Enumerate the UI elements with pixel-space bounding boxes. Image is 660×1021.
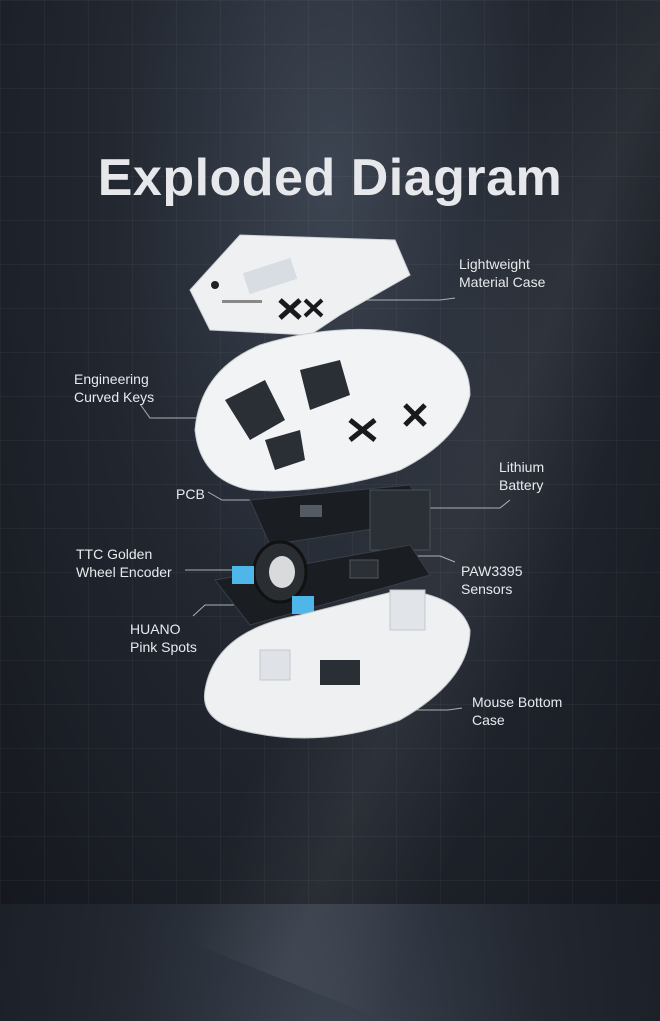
main-shell — [194, 328, 471, 492]
page-title: Exploded Diagram — [97, 149, 563, 207]
switch-right — [292, 596, 314, 614]
sensor-board — [214, 540, 431, 626]
label-pink-spots: HUANO Pink Spots — [130, 621, 197, 655]
battery-block — [369, 489, 431, 551]
label-curved-keys: Engineering Curved Keys — [74, 371, 155, 405]
bottom-case — [203, 589, 471, 739]
label-pcb: PCB — [176, 486, 205, 502]
leader-lightweight-case — [345, 297, 456, 301]
top-cover — [189, 234, 411, 336]
exploded-mouse-illustration — [139, 234, 511, 739]
pcb-board — [249, 484, 431, 551]
label-battery: Lithium Battery — [499, 459, 545, 493]
leader-battery — [420, 499, 511, 509]
leader-pink-spots — [192, 604, 240, 617]
switch-left — [232, 566, 254, 584]
label-sensors: PAW3395 Sensors — [461, 563, 523, 597]
label-wheel-encoder: TTC Golden Wheel Encoder — [76, 546, 172, 580]
label-lightweight-case: Lightweight Material Case — [459, 256, 546, 290]
label-bottom-case: Mouse Bottom Case — [472, 694, 563, 728]
